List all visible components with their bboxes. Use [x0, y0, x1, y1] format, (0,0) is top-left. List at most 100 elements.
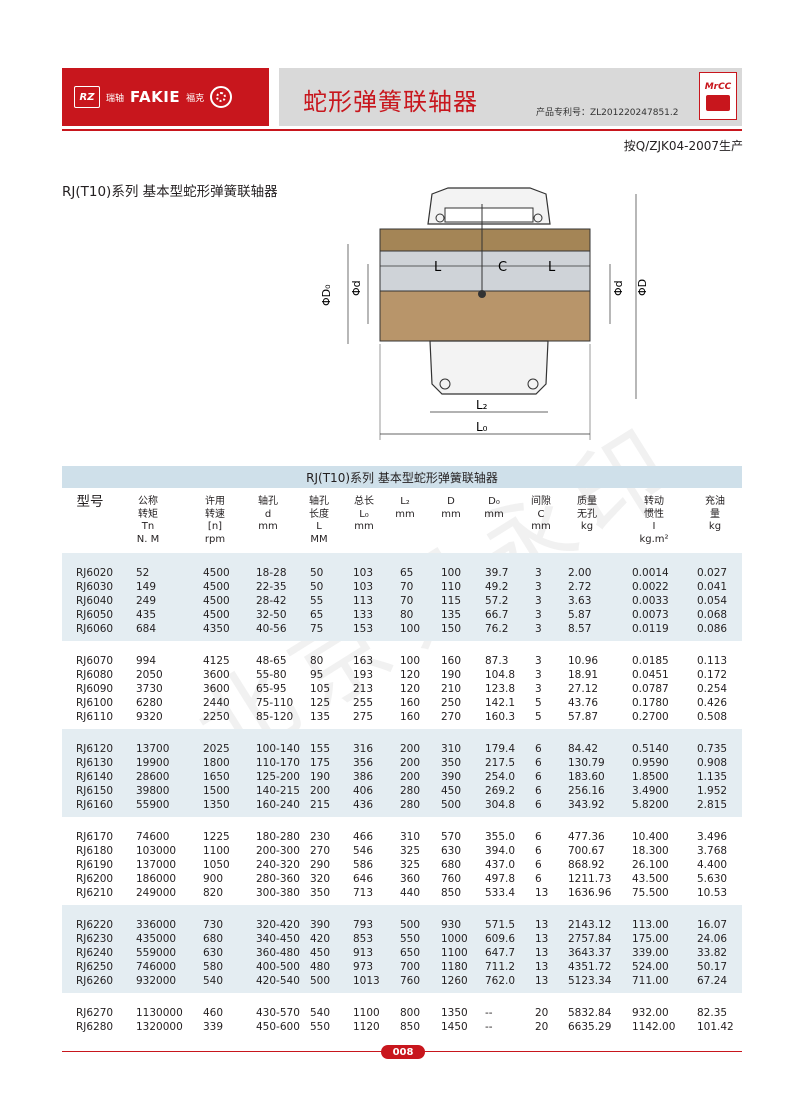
table-cell: 2757.84: [568, 933, 612, 945]
table-cell: 360: [400, 873, 421, 885]
table-cell: RJ6230: [76, 933, 114, 945]
table-cell: 436: [353, 799, 374, 811]
table-cell: 0.027: [697, 567, 728, 579]
table-cell: 684: [136, 623, 157, 635]
table-cell: 75-110: [256, 697, 294, 709]
table-cell: 1.135: [697, 771, 728, 783]
table-cell: 1800: [203, 757, 230, 769]
table-cell: 70: [400, 581, 414, 593]
table-cell: 2.815: [697, 799, 728, 811]
table-cell: 275: [353, 711, 374, 723]
header-line: I: [652, 521, 656, 532]
table-cell: 100: [441, 567, 462, 579]
table-cell: 3730: [136, 683, 163, 695]
table-cell: 0.068: [697, 609, 728, 621]
cover-bottom: [429, 340, 549, 395]
table-cell: 43.500: [632, 873, 669, 885]
table-cell: 55900: [136, 799, 170, 811]
table-cell: 932000: [136, 975, 177, 987]
table-cell: 13: [535, 961, 549, 973]
table-cell: 0.908: [697, 757, 728, 769]
table-cell: 930: [441, 919, 462, 931]
table-cell: 1636.96: [568, 887, 612, 899]
table-cell: 95: [310, 669, 324, 681]
header-line: 间隙: [531, 496, 551, 507]
table-cell: RJ6220: [76, 919, 114, 931]
table-cell: 500: [441, 799, 462, 811]
header-line: mm: [258, 521, 278, 532]
header-line: mm: [441, 508, 461, 520]
table-cell: 1320000: [136, 1021, 183, 1033]
patent-number: 产品专利号：ZL201220247851.2: [536, 108, 679, 118]
table-cell: 32-50: [256, 609, 287, 621]
table-cell: RJ6180: [76, 845, 114, 857]
hub-body: [379, 228, 591, 252]
table-cell: 300-380: [256, 887, 300, 899]
table-cell: RJ6160: [76, 799, 114, 811]
table-cell: 630: [441, 845, 462, 857]
table-cell: 65-95: [256, 683, 287, 695]
table-cell: 0.0014: [632, 567, 669, 579]
table-cell: 10.400: [632, 831, 669, 843]
header-line: rpm: [204, 533, 226, 545]
table-cell: 0.113: [697, 655, 728, 667]
table-cell: 249000: [136, 887, 177, 899]
table-cell: 440: [400, 887, 421, 899]
table-cell: 101.42: [697, 1021, 734, 1033]
table-cell: 84.42: [568, 743, 599, 755]
table-cell: RJ6100: [76, 697, 114, 709]
header-line: D₀: [488, 496, 500, 507]
table-cell: 390: [310, 919, 331, 931]
table-cell: 133: [353, 609, 374, 621]
header-line: kg: [580, 521, 594, 532]
production-standard: 按Q/ZJK04-2007生产: [623, 139, 743, 153]
table-cell: 500: [400, 919, 421, 931]
header-line: L₂: [400, 496, 410, 507]
table-cell: 900: [203, 873, 224, 885]
header-line: 质量: [577, 496, 597, 507]
table-cell: 110: [441, 581, 462, 593]
table-cell: 0.1780: [632, 697, 669, 709]
table-cell: 40-56: [256, 623, 287, 635]
table-cell: 609.6: [485, 933, 516, 945]
header-line: L₀: [359, 508, 369, 520]
table-cell: 1142.00: [632, 1021, 676, 1033]
table-cell: 0.086: [697, 623, 728, 635]
table-cell: 760: [441, 873, 462, 885]
table-cell: 16.07: [697, 919, 728, 931]
table-cell: 215: [310, 799, 331, 811]
table-cell: 280: [400, 785, 421, 797]
dim-l-left: L: [434, 260, 442, 275]
table-cell: 394.0: [485, 845, 516, 857]
table-cell: 793: [353, 919, 374, 931]
table-cell: 125-200: [256, 771, 300, 783]
table-cell: 700: [400, 961, 421, 973]
header-line: 型号: [76, 494, 104, 510]
header-line: C: [537, 508, 545, 520]
table-cell: 6635.29: [568, 1021, 612, 1033]
table-cell: 20: [535, 1021, 549, 1033]
table-cell: 850: [441, 887, 462, 899]
header-line: 长度: [309, 508, 329, 520]
table-cell: 50.17: [697, 961, 728, 973]
table-cell: 160.3: [485, 711, 516, 723]
table-cell: 87.3: [485, 655, 509, 667]
table-cell: 140-215: [256, 785, 300, 797]
table-cell: 550: [310, 1021, 331, 1033]
table-cell: 1350: [441, 1007, 468, 1019]
table-cell: 0.0033: [632, 595, 669, 607]
table-cell: 3600: [203, 669, 230, 681]
table-cell: 760: [400, 975, 421, 987]
table-cell: 110-170: [256, 757, 300, 769]
table-cell: 280: [400, 799, 421, 811]
table-cell: 33.82: [697, 947, 728, 959]
table-cell: 3: [535, 683, 542, 695]
